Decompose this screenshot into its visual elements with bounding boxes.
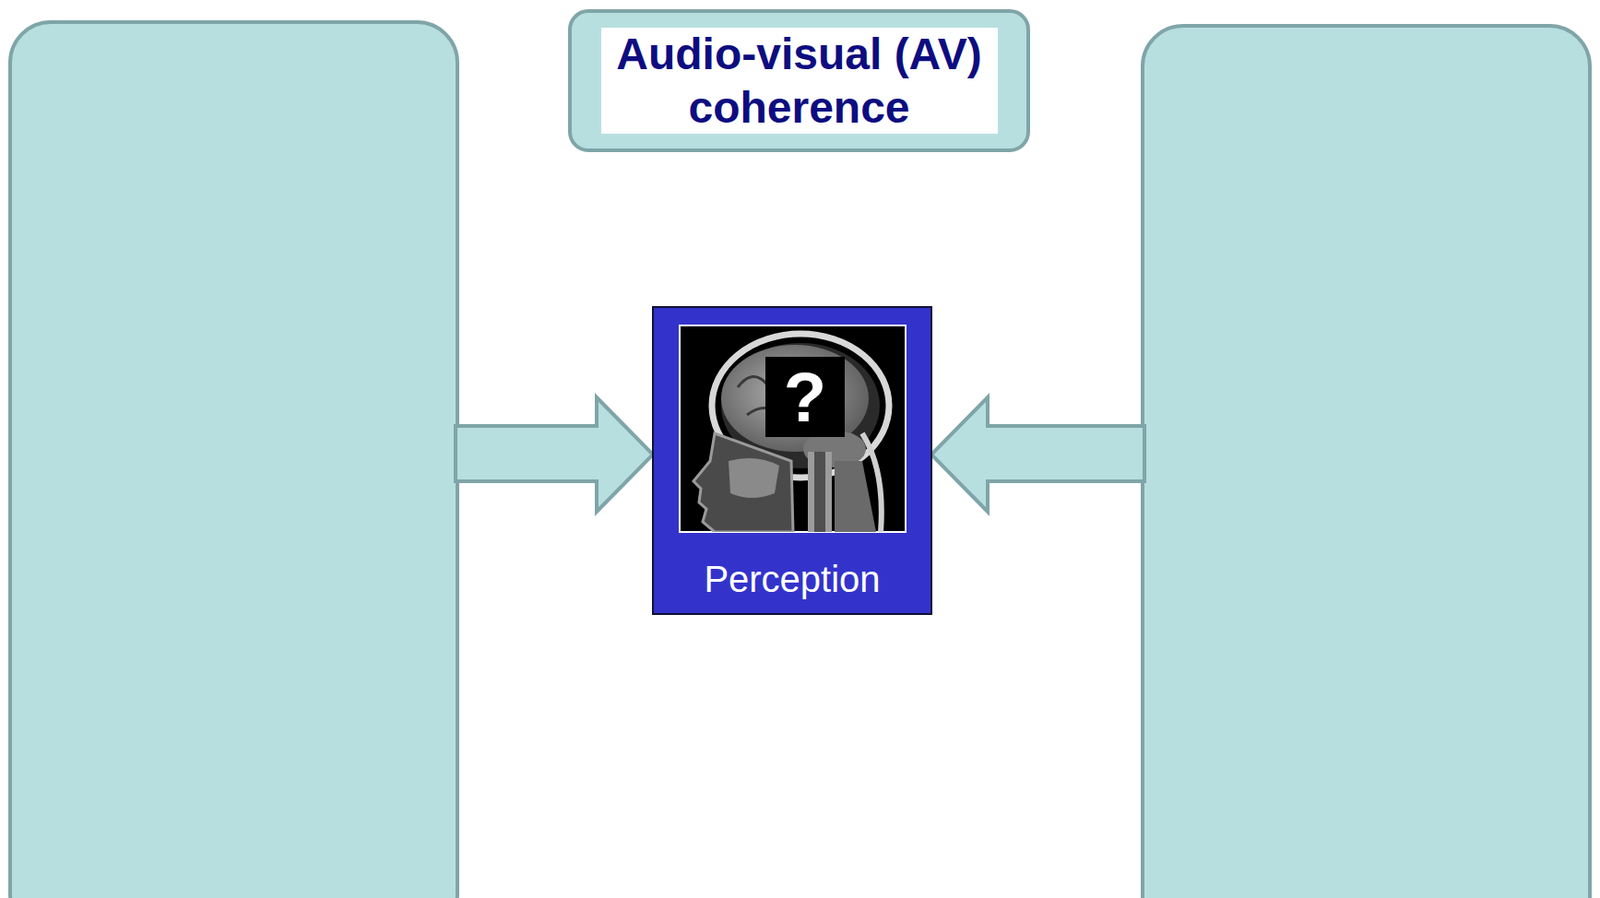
question-mark: ? [765, 356, 845, 438]
node-text: Perception [703, 557, 880, 602]
block-arrow [931, 397, 1145, 512]
right-panel [1142, 25, 1590, 898]
left-panel [10, 22, 458, 898]
perception-box-fill [652, 307, 932, 615]
perception-box: Perception [652, 307, 932, 615]
node-text: Audio-visual (AV) coherence [601, 27, 998, 134]
mri-image [679, 325, 906, 535]
title-box: Audio-visual (AV) coherence [568, 9, 1031, 153]
block-arrow [455, 397, 653, 512]
